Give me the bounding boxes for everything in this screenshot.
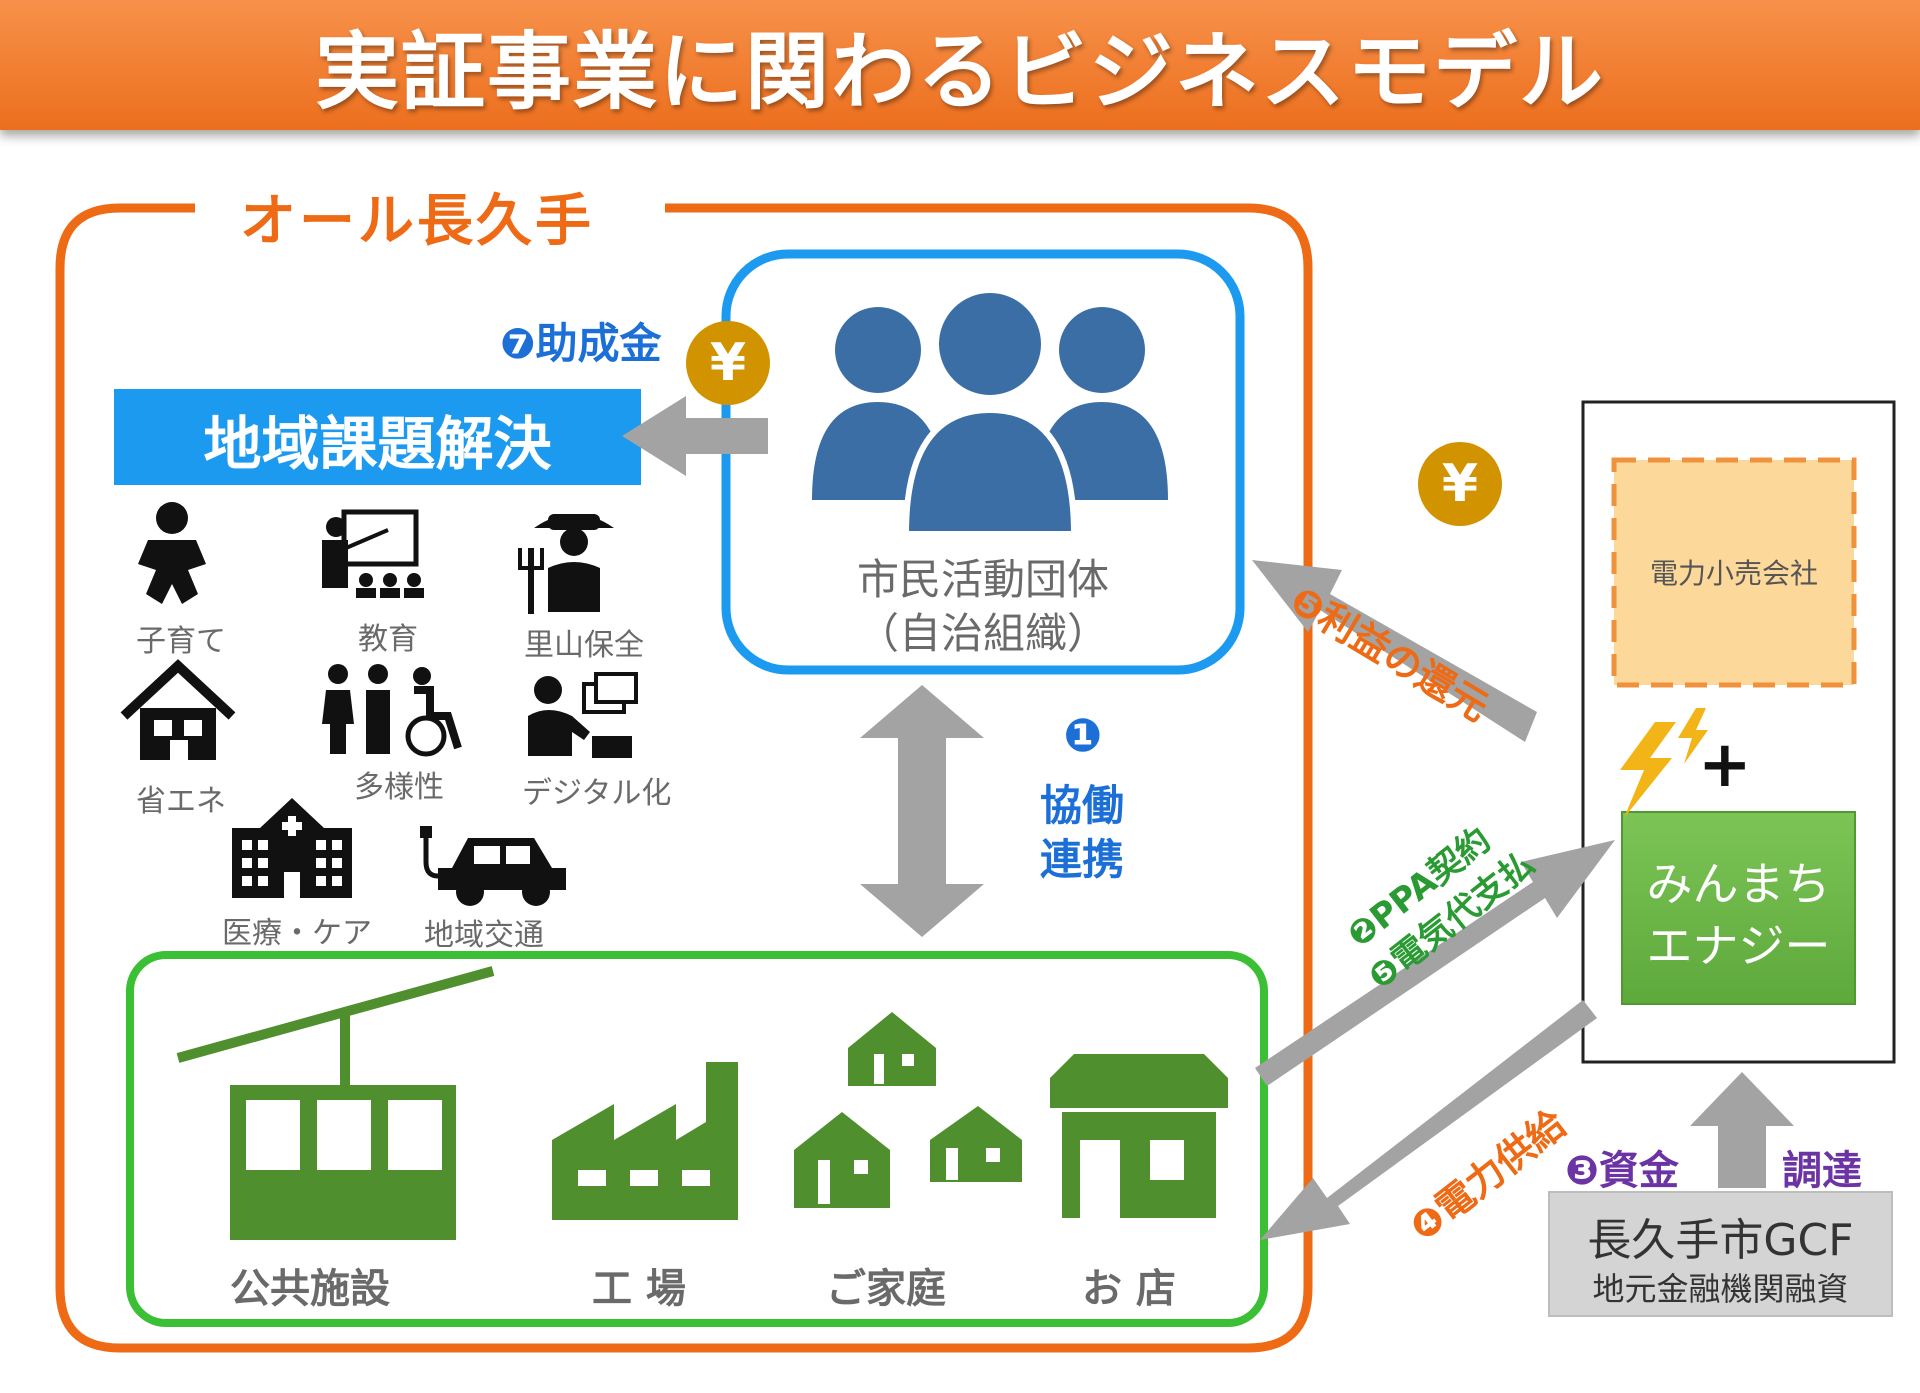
issue-education-label: 教育 (358, 622, 418, 657)
subsidy-label: ❼助成金 (500, 319, 662, 368)
medical-icon (232, 798, 352, 898)
retailer-box (1611, 457, 1857, 688)
arrow-profit-return (1252, 560, 1537, 742)
citizen-group-sub-label: （自治組織） (856, 609, 1109, 658)
facility-public-label: 公共施設 (230, 1266, 390, 1312)
shop-icon (1050, 1054, 1228, 1218)
digital-icon (528, 672, 638, 758)
facility-factory-label: 工 場 (592, 1266, 686, 1312)
yen-coin-profit-icon: ¥ (1418, 442, 1502, 526)
issue-medical-label: 医療・ケア (222, 916, 372, 951)
arrow-power-supply (1260, 1000, 1597, 1240)
collab-label-1: 協働 (1040, 781, 1125, 830)
arrow-subsidy (622, 396, 768, 476)
lightning-small-icon (1678, 708, 1708, 764)
issue-satoyama-label: 里山保全 (524, 628, 644, 663)
issue-childcare-label: 子育て (136, 624, 226, 659)
funding-label-2: 調達 (1782, 1148, 1862, 1194)
gcf-label: 長久手市GCF (1587, 1215, 1854, 1266)
minmachi-label-2: エナジー (1646, 919, 1831, 973)
childcare-icon (138, 502, 206, 604)
lightning-icon (1620, 722, 1676, 818)
title-bar: 実証事業に関わるビジネスモデル (0, 0, 1920, 130)
plus-sign: + (1698, 728, 1752, 802)
education-icon (322, 509, 424, 598)
energy-saving-icon (120, 659, 236, 760)
page-title: 実証事業に関わるビジネスモデル (314, 22, 1605, 121)
arrow-collab (860, 685, 984, 937)
funding-label-1: ❸資金 (1565, 1148, 1679, 1194)
facility-shop-label: お 店 (1082, 1266, 1176, 1312)
factory-icon (552, 1062, 738, 1220)
transport-icon (420, 826, 566, 906)
issue-transport-label: 地域交通 (424, 918, 544, 953)
arrow-funding (1690, 1072, 1794, 1188)
all-nagakute-label: オール長久手 (240, 189, 594, 254)
yen-coin-subsidy-icon: ¥ (686, 321, 770, 405)
issue-diversity-label: 多様性 (354, 770, 444, 805)
gcf-box (1548, 1191, 1893, 1317)
all-nagakute-frame (55, 203, 1313, 1353)
homes-icon (794, 1012, 1022, 1208)
regional-issue-box (114, 389, 641, 485)
facility-home-label: ご家庭 (826, 1266, 946, 1312)
people-icon (812, 287, 1168, 537)
minmachi-label-1: みんまち (1646, 857, 1831, 911)
satoyama-icon (518, 514, 614, 614)
public-facility-icon (176, 966, 495, 1240)
collab-label-2: 連携 (1040, 835, 1125, 884)
issue-digital-label: デジタル化 (522, 776, 672, 811)
collab-number: ❶ (1063, 708, 1103, 762)
arrow-ppa (1255, 840, 1615, 1086)
gcf-sub-label: 地元金融機関融資 (1592, 1270, 1849, 1308)
issue-energy-saving-label: 省エネ (136, 784, 226, 819)
diversity-icon (322, 664, 462, 757)
citizen-group-label: 市民活動団体 (856, 555, 1109, 604)
minmachi-box (1621, 811, 1856, 1005)
retailer-label: 電力小売会社 (1649, 557, 1818, 590)
regional-issue-label: 地域課題解決 (203, 410, 552, 478)
